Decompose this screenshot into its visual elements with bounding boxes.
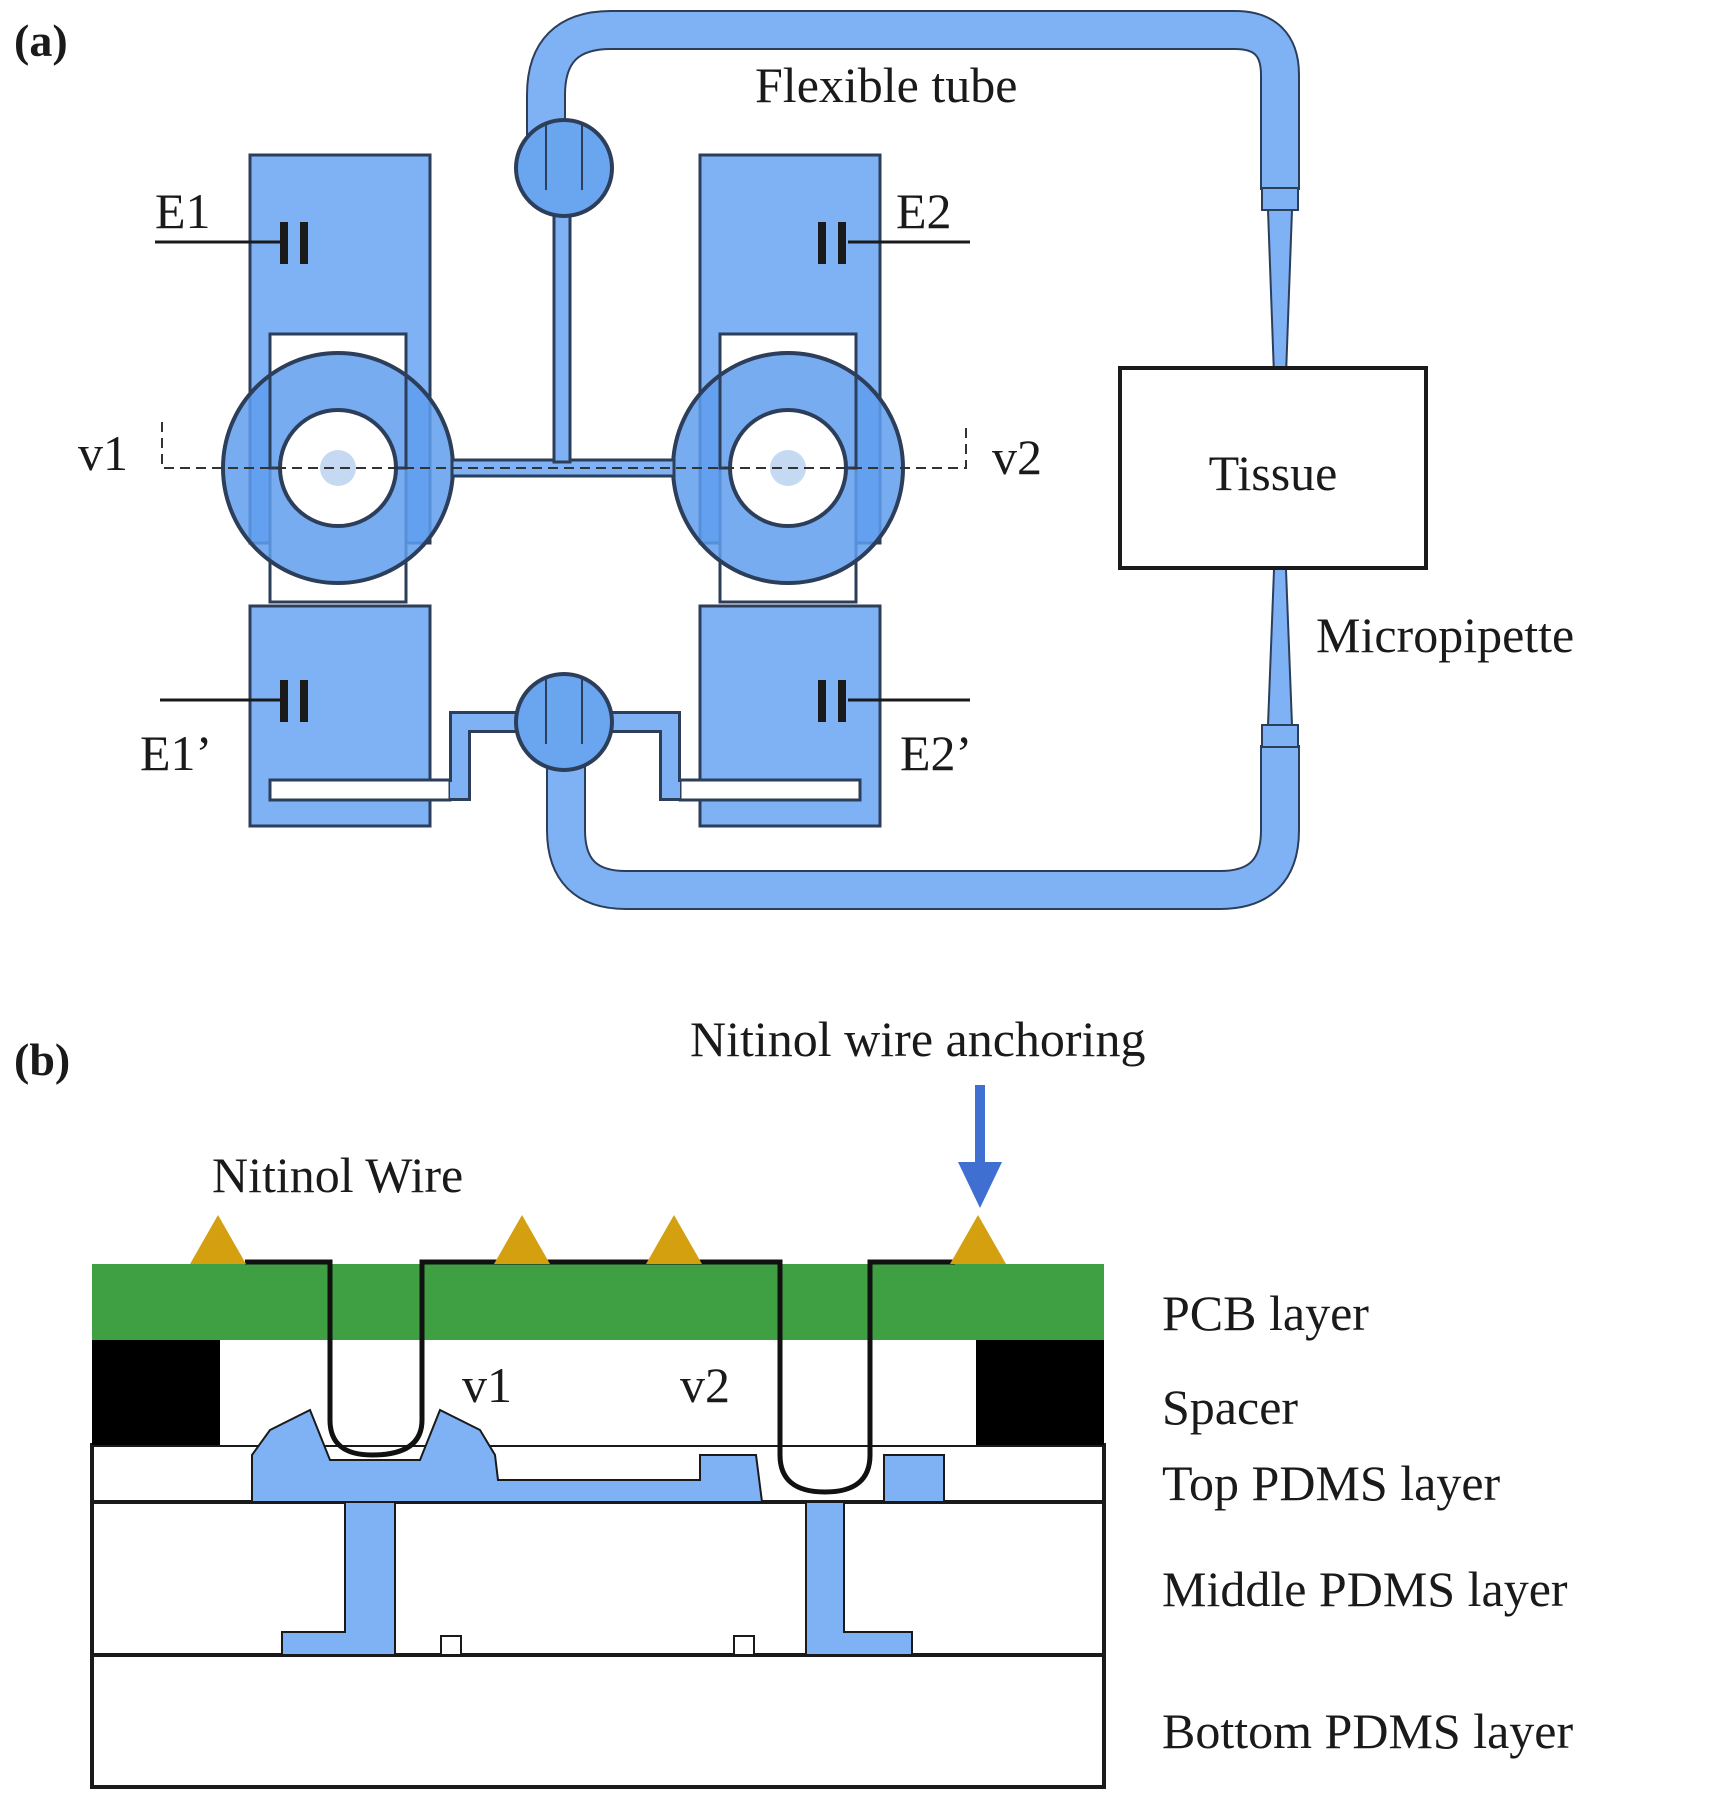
- nitinol-anchoring-label: Nitinol wire anchoring: [690, 1011, 1145, 1067]
- tube-connector-bottom: [1261, 724, 1299, 748]
- panel-a-top-view: (a) Tissue Micropipette Flexible tube: [14, 10, 1574, 910]
- nitinol-wire-label: Nitinol Wire: [212, 1147, 463, 1203]
- chamber-left: [221, 153, 455, 828]
- v2-label-top: v2: [992, 429, 1042, 485]
- valve-v1-center: [320, 450, 356, 486]
- panel-b-cross-section: (b) Nitinol wire anchoring Nitinol Wire: [14, 1011, 1573, 1789]
- anchoring-arrow-head: [958, 1162, 1002, 1208]
- middle-pdms-layer: [90, 1500, 1106, 1657]
- channel-v2-post: [883, 1454, 945, 1503]
- top-pdms-label: Top PDMS layer: [1162, 1455, 1501, 1511]
- tissue-box: [1118, 366, 1428, 570]
- e2-prime-label: E2’: [900, 725, 972, 781]
- panel-b-label: (b): [14, 1034, 70, 1085]
- middle-pdms-label: Middle PDMS layer: [1162, 1561, 1568, 1617]
- electrode-e1: [155, 222, 308, 264]
- pcb-layer: [92, 1264, 1104, 1340]
- via-left: [281, 1501, 396, 1656]
- spacer-right: [976, 1340, 1104, 1445]
- support-post-left: [440, 1635, 462, 1656]
- e1-prime-label: E1’: [140, 725, 212, 781]
- tissue-label: Tissue: [1209, 445, 1338, 501]
- pcb-layer-label: PCB layer: [1162, 1285, 1369, 1341]
- spacer-label: Spacer: [1162, 1379, 1298, 1435]
- support-post-right: [733, 1635, 755, 1656]
- bottom-pdms-label: Bottom PDMS layer: [1162, 1703, 1573, 1759]
- v1-label-top: v1: [78, 425, 128, 481]
- anchor-triangle-1: [190, 1215, 246, 1264]
- port-top: [514, 118, 614, 218]
- micropipette-label: Micropipette: [1316, 607, 1574, 663]
- section-line: [161, 422, 967, 469]
- chamber-right: [671, 153, 905, 828]
- e1-label: E1: [155, 183, 211, 239]
- bottom-pdms-layer: [90, 1653, 1106, 1789]
- panel-a-label: (a): [14, 15, 68, 66]
- anchor-triangle-2: [494, 1215, 550, 1264]
- channel-v1-region: [251, 1408, 764, 1503]
- tube-connector-top: [1261, 187, 1299, 211]
- electrode-e1-prime: [160, 680, 308, 722]
- flexible-tube-label: Flexible tube: [755, 57, 1017, 113]
- spacer-left: [92, 1340, 220, 1445]
- e2-label: E2: [896, 183, 952, 239]
- anchor-triangle-4: [950, 1215, 1006, 1264]
- via-right: [805, 1501, 913, 1656]
- port-bottom: [514, 672, 614, 772]
- channel-vertical: [552, 198, 572, 464]
- v1-label-bottom: v1: [462, 1357, 512, 1413]
- anchor-triangle-3: [646, 1215, 702, 1264]
- electrode-e2-prime: [818, 680, 970, 722]
- v2-label-bottom: v2: [680, 1357, 730, 1413]
- electrode-e2: [818, 222, 970, 264]
